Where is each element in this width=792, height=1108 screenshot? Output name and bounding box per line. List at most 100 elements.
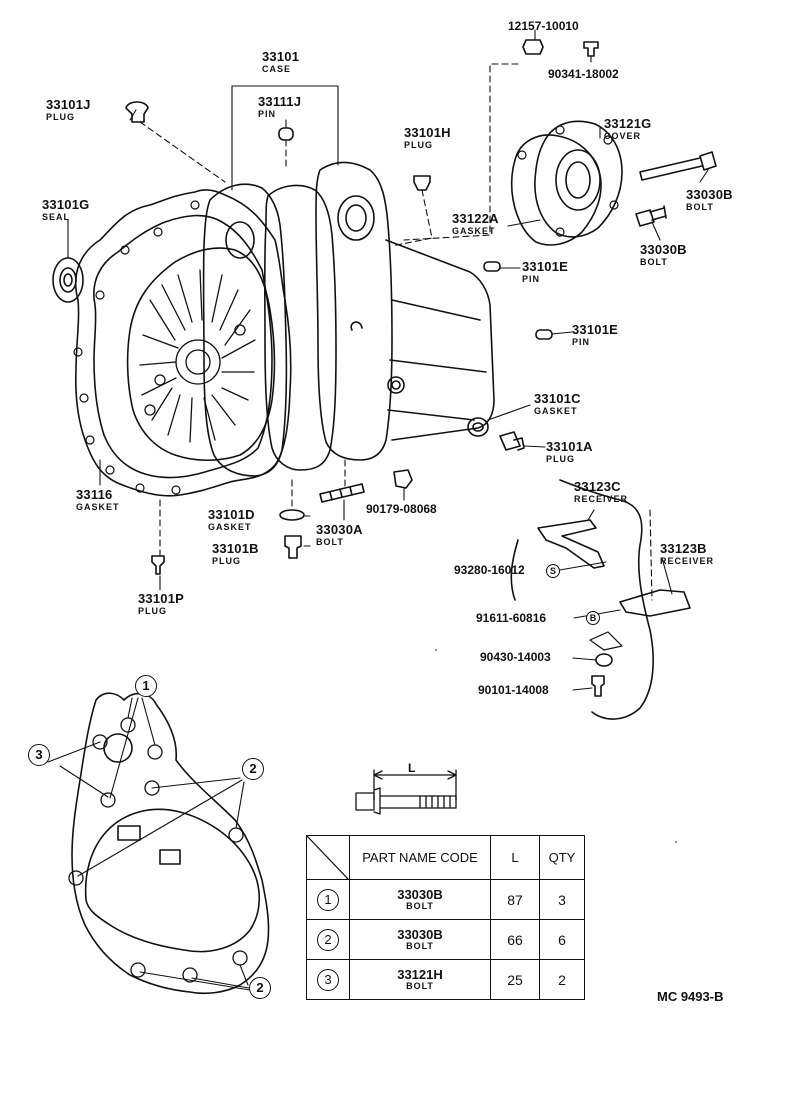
label-33101A-name: PLUG bbox=[546, 454, 576, 464]
label-33123B-name: RECEIVER bbox=[660, 556, 715, 566]
table-cell-l: 25 bbox=[490, 959, 540, 1000]
gasket-holes bbox=[73, 200, 200, 495]
dimension-bolt bbox=[355, 769, 457, 815]
callout-2-top: 2 bbox=[242, 758, 264, 780]
label-33101J-code: 33101J bbox=[46, 97, 91, 112]
gasket-33116-inner bbox=[93, 214, 273, 479]
label-12157-10010: 12157-10010 bbox=[508, 19, 579, 33]
table-cell-qty: 6 bbox=[539, 919, 585, 960]
bolt-pattern-gasket bbox=[71, 692, 270, 995]
plug-33101A bbox=[499, 431, 525, 451]
label-33123B-code: 33123B bbox=[660, 541, 707, 556]
label-33101G-name: SEAL bbox=[42, 212, 71, 222]
row-mark: 1 bbox=[317, 888, 339, 911]
mark-s: S bbox=[546, 564, 560, 578]
case-plate-c bbox=[315, 161, 393, 461]
label-33101B-name: PLUG bbox=[212, 556, 242, 566]
label-33101H-name: PLUG bbox=[404, 140, 434, 150]
table-cell-l: 66 bbox=[490, 919, 540, 960]
label-33101E-code-b: 33101E bbox=[572, 322, 619, 337]
receiver-housing-outline bbox=[510, 479, 654, 720]
receiver-33123B bbox=[619, 589, 691, 617]
row-name: BOLT bbox=[406, 941, 434, 952]
label-33030B-name-b: BOLT bbox=[640, 257, 668, 267]
row-mark: 3 bbox=[317, 968, 339, 991]
label-33101H-code: 33101H bbox=[404, 125, 451, 140]
row-code: 33030B bbox=[397, 926, 443, 942]
case-body bbox=[385, 239, 495, 441]
label-33101B-code: 33101B bbox=[212, 541, 259, 556]
table-cell-mark: 3 bbox=[306, 959, 350, 1000]
header-diagonal bbox=[307, 836, 349, 880]
nut-12157 bbox=[522, 39, 544, 55]
plug-33101B bbox=[284, 535, 302, 559]
plug-33101H bbox=[413, 175, 431, 191]
pin-33111J bbox=[278, 127, 294, 141]
label-33111J-name: PIN bbox=[258, 109, 277, 119]
label-33101E-name-a: PIN bbox=[522, 274, 541, 284]
table-cell-qty: 2 bbox=[539, 959, 585, 1000]
washer-90430 bbox=[595, 653, 613, 667]
callout-1: 1 bbox=[135, 675, 157, 697]
table-header-mark bbox=[306, 835, 350, 880]
bolt-90101 bbox=[591, 675, 605, 697]
label-33030B-code-a: 33030B bbox=[686, 187, 733, 202]
label-33122A-name: GASKET bbox=[452, 226, 496, 236]
row-code: 33030B bbox=[397, 886, 443, 902]
label-33116-name: GASKET bbox=[76, 502, 120, 512]
table-header-part: PART NAME CODE bbox=[349, 835, 491, 880]
label-90101-14008: 90101-14008 bbox=[478, 683, 549, 697]
table-cell-l: 87 bbox=[490, 879, 540, 920]
label-33030B-name-a: BOLT bbox=[686, 202, 714, 212]
label-33123C-code: 33123C bbox=[574, 479, 621, 494]
case-bore bbox=[337, 195, 375, 241]
label-91611-60816: 91611-60816 bbox=[476, 611, 547, 625]
case-front-face bbox=[126, 247, 276, 461]
label-33101J-name: PLUG bbox=[46, 112, 76, 122]
table-header-qty: QTY bbox=[539, 835, 585, 880]
reference-code: MC 9493-B bbox=[657, 989, 724, 1004]
label-33101P-name: PLUG bbox=[138, 606, 168, 616]
table-cell-qty: 3 bbox=[539, 879, 585, 920]
case-plate-a bbox=[202, 183, 288, 477]
seal-33101G bbox=[52, 257, 84, 303]
nut-90179 bbox=[393, 469, 413, 489]
label-33101A-code: 33101A bbox=[546, 439, 593, 454]
case-plate-b bbox=[263, 184, 337, 471]
table-cell-mark: 2 bbox=[306, 919, 350, 960]
label-33101D-code: 33101D bbox=[208, 507, 255, 522]
label-33122A-code: 33122A bbox=[452, 211, 499, 226]
stud-33030A bbox=[319, 483, 365, 503]
leader-lines-dashed bbox=[139, 63, 653, 601]
plug-33101J bbox=[125, 101, 149, 123]
receiver-33123C bbox=[537, 519, 605, 569]
label-33121G-name: COVER bbox=[604, 131, 642, 141]
callout-3: 3 bbox=[28, 744, 50, 766]
label-33101E-name-b: PIN bbox=[572, 337, 591, 347]
label-33121G-code: 33121G bbox=[604, 116, 652, 131]
case-ribs bbox=[139, 269, 256, 443]
row-name: BOLT bbox=[406, 901, 434, 912]
table-header-l: L bbox=[490, 835, 540, 880]
label-33101C-code: 33101C bbox=[534, 391, 581, 406]
bolt-33030B-long bbox=[639, 151, 717, 181]
label-33101-name: CASE bbox=[262, 64, 292, 74]
bolt-33030B-short bbox=[635, 205, 667, 227]
label-90341-18002: 90341-18002 bbox=[548, 67, 619, 81]
label-33101P-code: 33101P bbox=[138, 591, 185, 606]
row-code: 33121H bbox=[397, 966, 443, 982]
callout-leaders bbox=[47, 697, 251, 991]
table-header-row: PART NAME CODE L QTY bbox=[306, 835, 585, 880]
label-33030B-code-b: 33030B bbox=[640, 242, 687, 257]
label-33101G-code: 33101G bbox=[42, 197, 90, 212]
label-90430-14003: 90430-14003 bbox=[480, 650, 551, 664]
label-33101-code: 33101 bbox=[262, 49, 300, 64]
gasket-33101C bbox=[467, 417, 489, 437]
